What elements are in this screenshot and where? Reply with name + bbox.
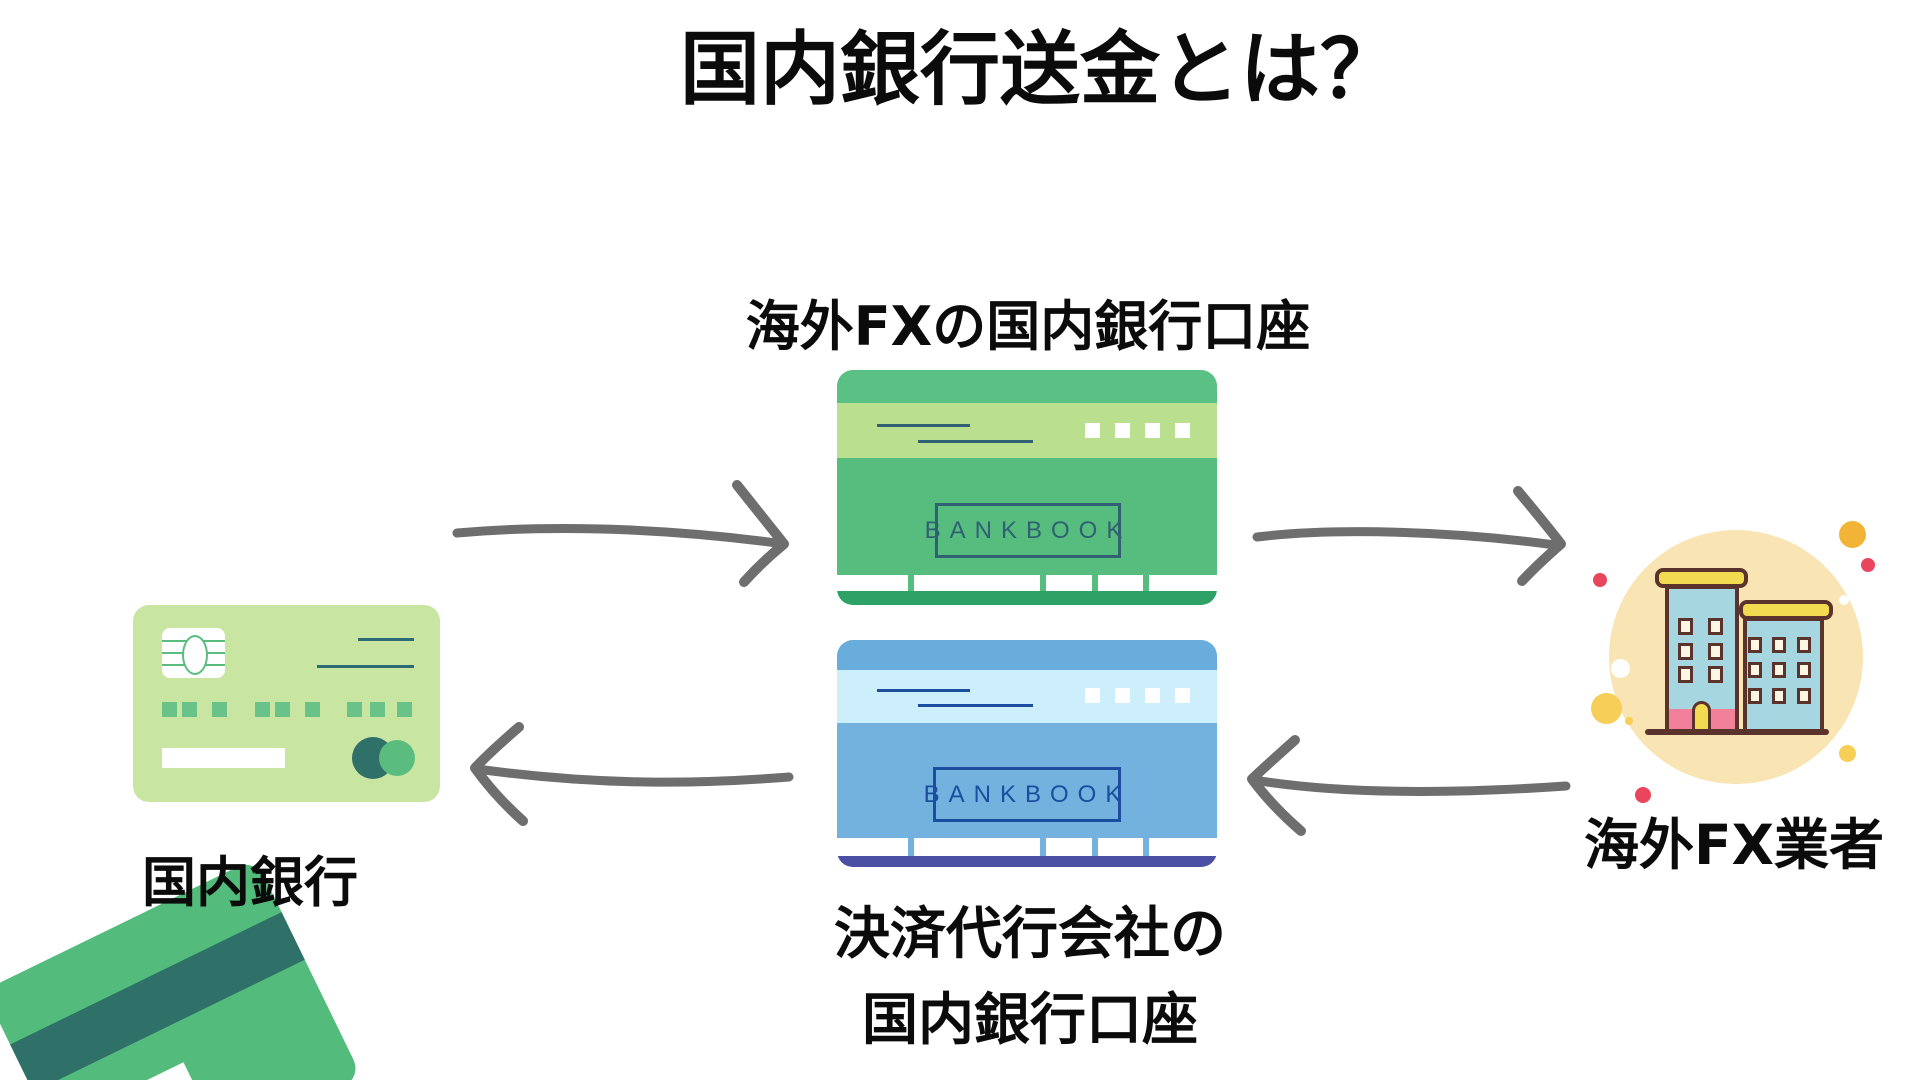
arrow-broker-to-blue-bankbook xyxy=(1249,775,1571,796)
fx-domestic-account-label: 海外FXの国内銀行口座 xyxy=(745,295,1311,358)
domestic-bank-label: 国内銀行 xyxy=(142,851,358,914)
building-left-roof xyxy=(1655,568,1748,588)
building-ground-line xyxy=(1645,729,1829,735)
blue-bankbook-icon: BANKBOOK xyxy=(837,640,1217,867)
front-card xyxy=(133,605,440,802)
page-title: 国内銀行送金とは？ xyxy=(680,23,1400,116)
decor-dot-white xyxy=(1839,595,1849,605)
arrow-bank-to-green-bankbook xyxy=(452,524,789,549)
building-door xyxy=(1692,701,1711,730)
decor-dot-white xyxy=(1611,659,1630,678)
psp-account-label-line1: 決済代行会社の xyxy=(834,902,1226,967)
green-bankbook-icon: BANKBOOK xyxy=(837,370,1217,605)
card-text-line xyxy=(358,638,414,641)
card-chip-icon xyxy=(162,628,225,678)
decor-dot-yellow-light xyxy=(1625,717,1633,725)
fx-broker-label: 海外FX業者 xyxy=(1584,813,1884,877)
psp-account-label: 決済代行会社の 国内銀行口座 xyxy=(730,892,1330,1064)
arrow-bank-to-green-bankbook-head xyxy=(732,480,789,587)
bankbook-title-box: BANKBOOK xyxy=(925,503,1122,558)
arrow-blue-bankbook-to-bank xyxy=(472,764,794,787)
credit-cards-icon xyxy=(0,430,480,1080)
building-right-roof xyxy=(1739,600,1833,620)
arrow-broker-to-blue-bankbook-head xyxy=(1247,735,1306,836)
decor-dot-yellow-light xyxy=(1591,693,1622,724)
card-text-line xyxy=(317,665,414,668)
decor-dot-yellow-light xyxy=(1839,745,1856,762)
bankbook-title-box: BANKBOOK xyxy=(924,767,1121,822)
card-name-box xyxy=(162,748,285,768)
arrow-green-bankbook-to-broker xyxy=(1252,527,1560,550)
card-signature-box xyxy=(102,1062,198,1080)
arrow-green-bankbook-to-broker-head xyxy=(1513,486,1566,586)
office-building-icon xyxy=(1570,500,1920,830)
decor-dot-red xyxy=(1593,573,1607,587)
decor-dot-red xyxy=(1635,787,1651,803)
psp-account-label-line2: 国内銀行口座 xyxy=(862,988,1198,1053)
decor-dot-yellow xyxy=(1839,521,1866,548)
decor-dot-red xyxy=(1861,558,1875,572)
arrow-blue-bankbook-to-bank-head xyxy=(470,722,528,826)
card-logo-circle xyxy=(379,740,415,776)
